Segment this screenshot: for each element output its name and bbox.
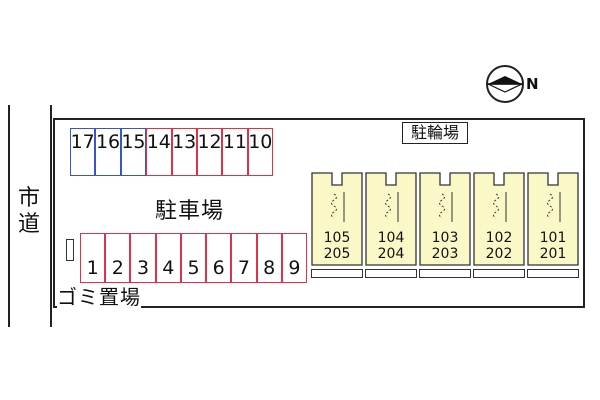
unit-number-lower: 205 [323,246,351,262]
parking-space: 2 [105,233,131,283]
parking-space: 10 [247,128,273,176]
street-label-char: 道 [17,212,40,237]
parking-space: 3 [130,233,156,283]
unit-entrance-step [365,269,417,278]
unit-entrance-step [311,269,363,278]
unit-number-upper: 105 [323,230,351,246]
unit-number-upper: 101 [539,230,567,246]
parking-space: 11 [222,128,248,176]
unit-number-lower: 201 [539,246,567,262]
trash-area-box [66,239,74,261]
unit-number-upper: 104 [377,230,405,246]
trash-area-label: ゴミ置場 [57,285,141,309]
parking-space: 16 [95,128,121,176]
street-line-right [50,105,52,327]
street-label-char: 市 [17,186,40,211]
unit-number-lower: 204 [377,246,405,262]
parking-space: 13 [171,128,197,176]
unit-number-lower: 202 [485,246,513,262]
parking-space: 1 [80,233,106,283]
unit-number-upper: 103 [431,230,459,246]
unit-number-upper: 102 [485,230,513,246]
parking-space: 14 [146,128,172,176]
bicycle-parking-label: 駐輪場 [402,122,469,144]
north-compass-icon: N [484,64,544,104]
parking-space: 5 [180,233,207,283]
parking-space: 15 [120,128,147,176]
street-label: 市 道 [14,186,44,238]
unit-entrance-step [527,269,579,278]
parking-space: 12 [196,128,223,176]
parking-space: 4 [155,233,181,283]
unit-number-lower: 203 [431,246,459,262]
parking-space: 17 [70,128,96,176]
parking-space: 8 [256,233,282,283]
parking-lot-label: 駐車場 [155,199,225,224]
parking-space: 6 [206,233,232,283]
compass-north-label: N [526,75,539,93]
street-line-left [8,105,10,327]
unit-entrance-step [473,269,525,278]
parking-space: 7 [231,233,257,283]
unit-entrance-step [419,269,471,278]
parking-space: 9 [281,233,307,283]
